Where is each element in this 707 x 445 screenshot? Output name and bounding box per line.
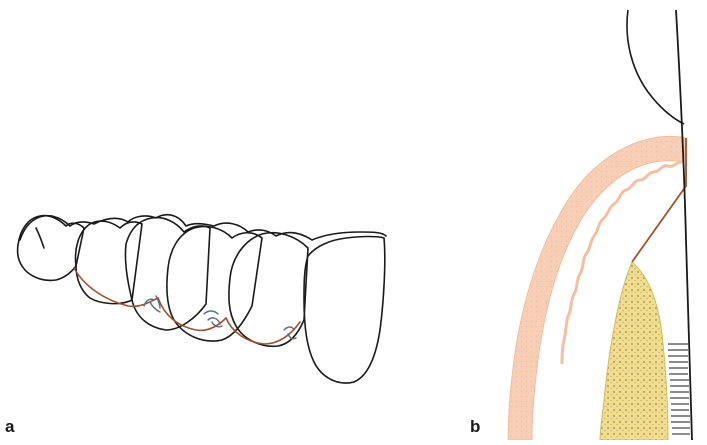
tooth-6-outline: [304, 237, 385, 384]
crown-curve: [627, 10, 684, 124]
panel-b-cross-section: [508, 10, 692, 440]
tooth-1-inner-line: [36, 228, 44, 248]
panel-label-a: a: [5, 418, 14, 435]
tooth-root-surface: [676, 10, 692, 440]
periodontal-ligament: [668, 344, 690, 434]
tooth-5-outline: [229, 233, 308, 347]
panel-label-b: b: [470, 418, 480, 435]
tooth-4-outline: [167, 226, 262, 341]
alveolar-bone: [600, 262, 668, 440]
tooth-2-outline: [76, 221, 142, 304]
panel-a-sutures: [144, 296, 296, 339]
panel-a-teeth: [18, 215, 386, 383]
occlusal-silhouette: [20, 215, 386, 240]
